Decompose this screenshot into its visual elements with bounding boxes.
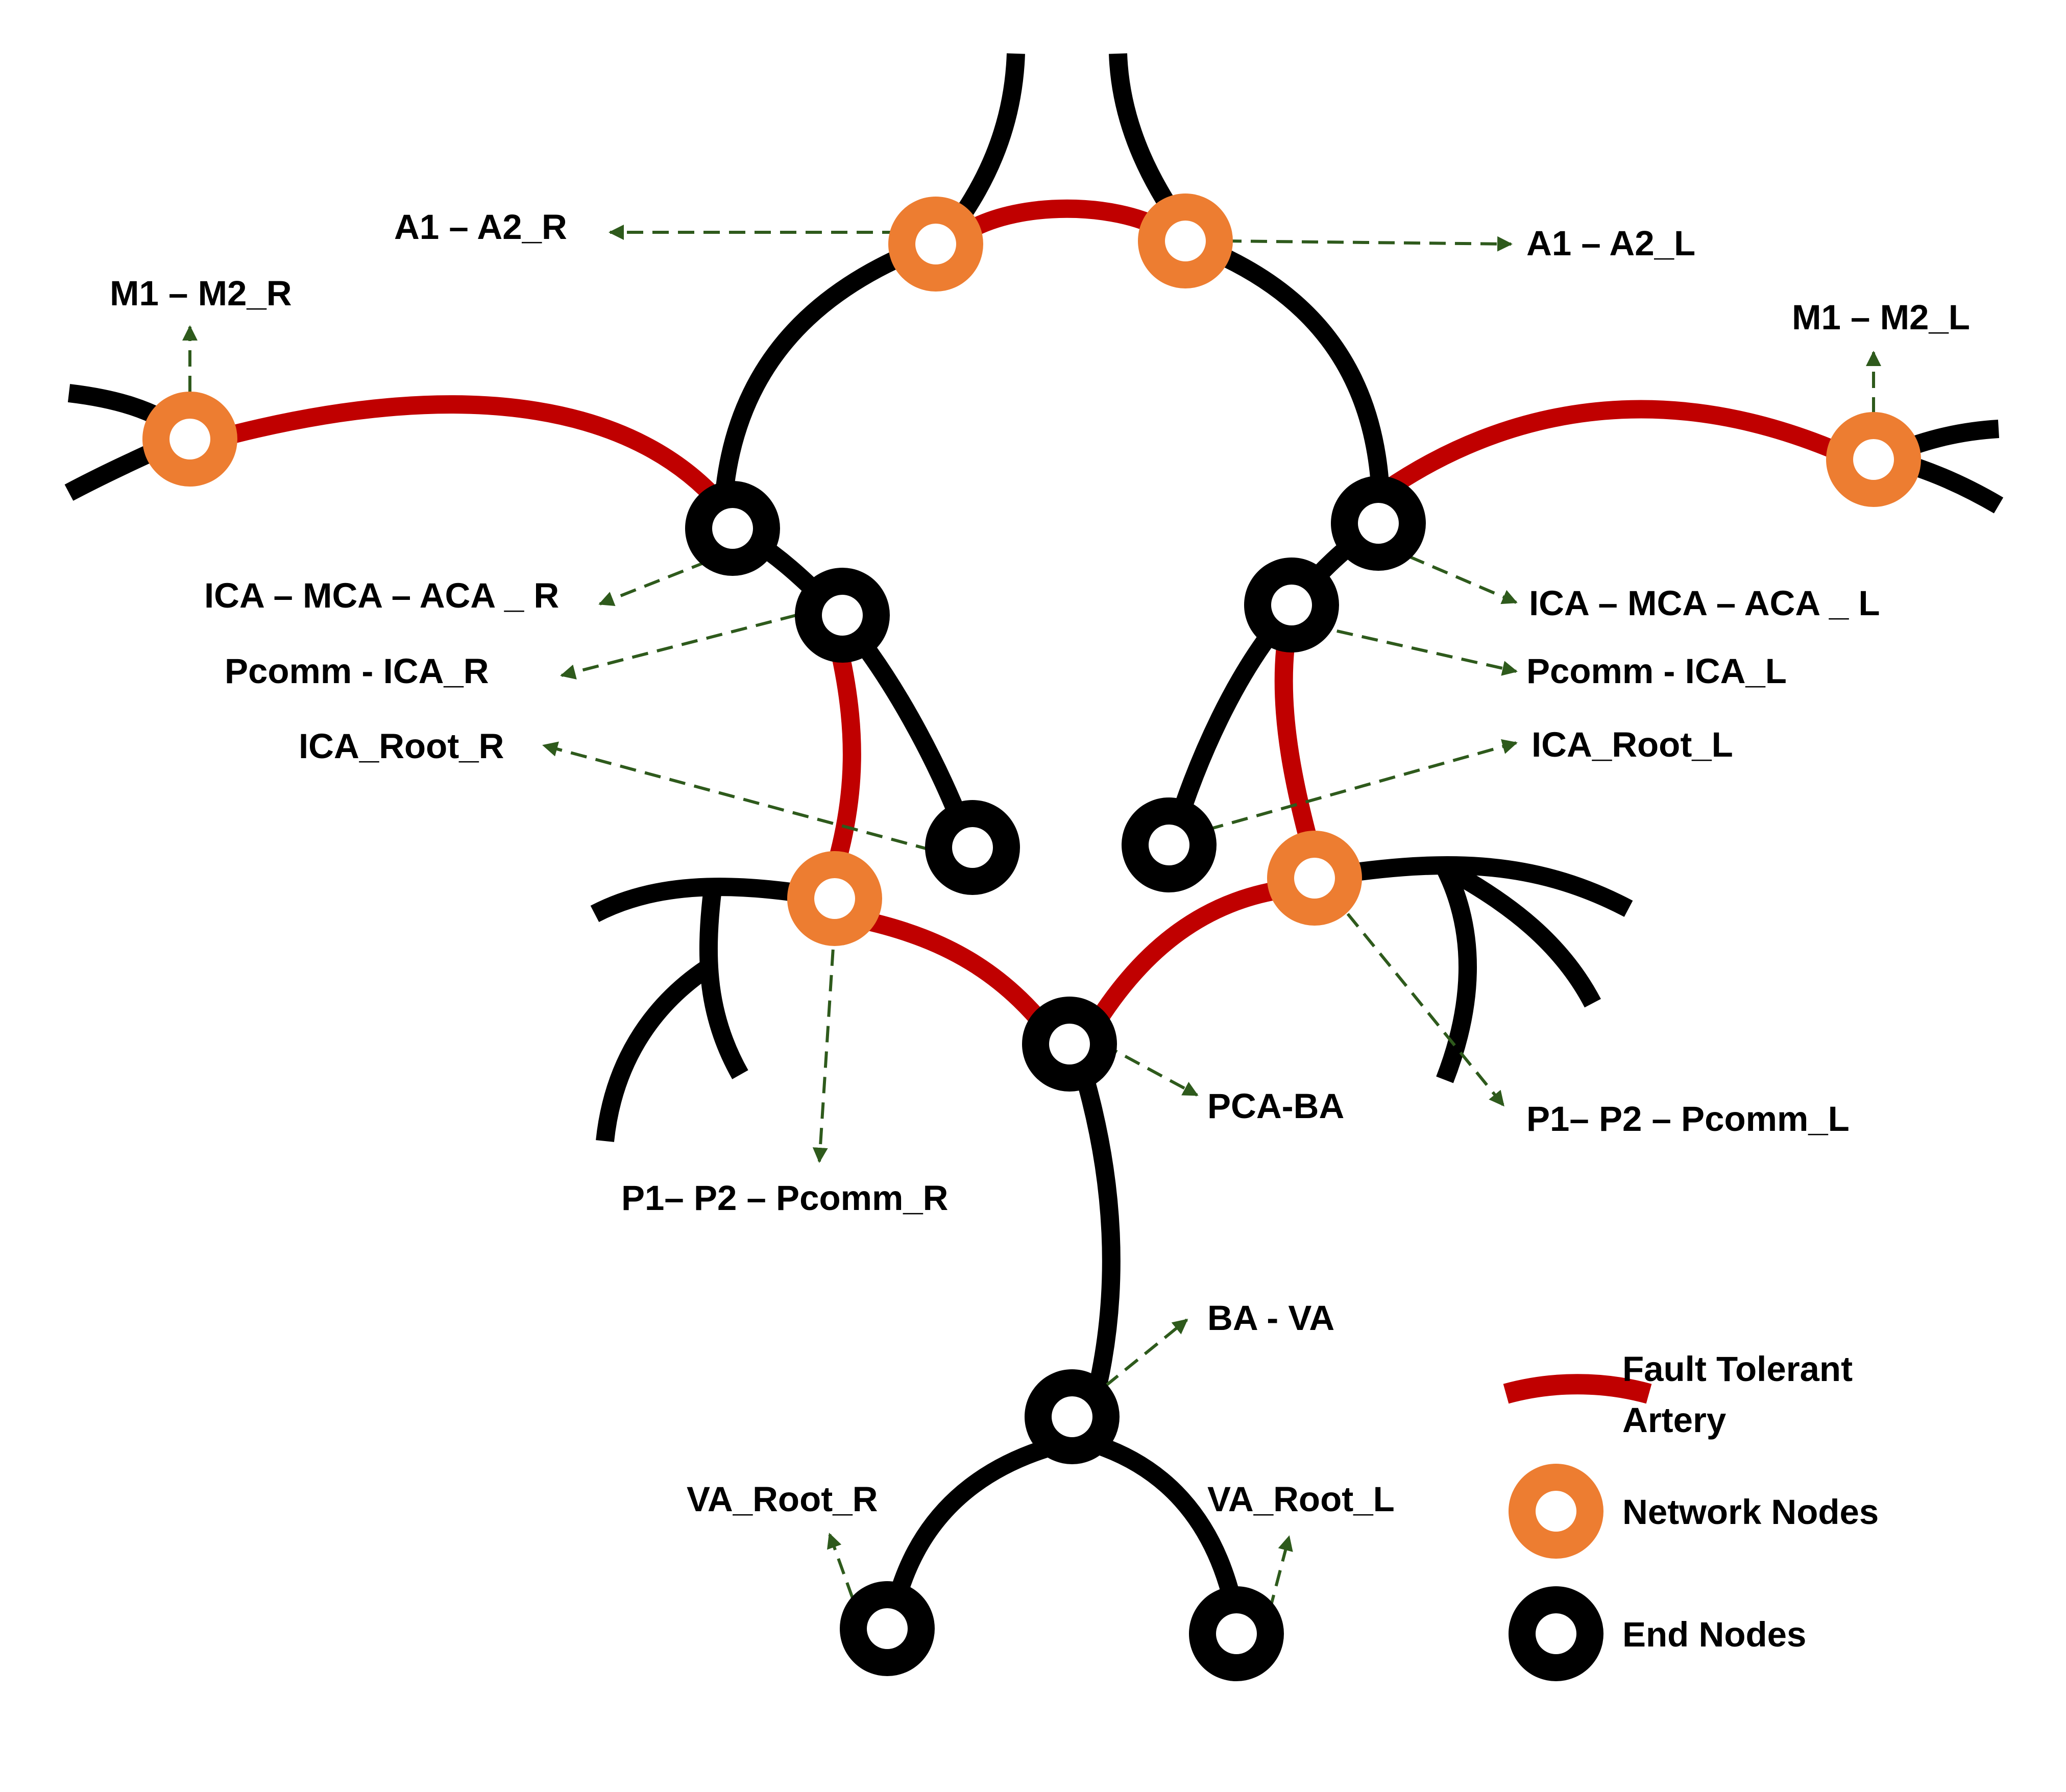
network-node-p1p2pcomm-r (787, 851, 882, 946)
artery-acomm (965, 199, 1169, 238)
artery-a1-left (1186, 234, 1390, 506)
node-labels: A1 – A2_R A1 – A2_L M1 – M2_R M1 – M2_L … (110, 207, 1970, 1519)
fault-tolerant-arteries (232, 199, 1836, 1047)
legend-fault-tolerant-swatch (1503, 1374, 1652, 1404)
artery-pcomm-right (823, 638, 861, 881)
label-icaroot-r: ICA_Root_R (299, 727, 504, 766)
label-varoot-l: VA_Root_L (1207, 1480, 1395, 1519)
arrow-p1p2pcomm-l (1346, 913, 1505, 1107)
label-p1p2pcomm-r: P1– P2 – Pcomm_R (621, 1178, 949, 1218)
legend-fault-tolerant-label-line1: Fault Tolerant (1622, 1349, 1853, 1389)
label-arrows (182, 225, 1881, 1611)
artery-p1-left (1089, 879, 1293, 1026)
label-a1a2-l: A1 – A2_L (1526, 224, 1695, 263)
arrow-icamcaaca-r (598, 560, 708, 607)
artery-a1-right (713, 234, 940, 526)
label-a1a2-r: A1 – A2_R (394, 207, 567, 247)
artery-pcomm-left (1274, 637, 1324, 865)
arrow-bava (1104, 1318, 1188, 1388)
network-node-a1a2-r (888, 197, 983, 292)
artery-p2-right-branch1 (699, 892, 748, 1079)
end-node-bava (1025, 1369, 1120, 1464)
artery-p2-left-branch1 (1436, 863, 1477, 1083)
arrow-varoot-l (1268, 1535, 1293, 1611)
arrow-a1a2-l (1225, 236, 1513, 252)
label-pcaba: PCA-BA (1207, 1086, 1344, 1126)
label-m1m2-r: M1 – M2_R (110, 274, 292, 313)
label-varoot-r: VA_Root_R (687, 1480, 878, 1519)
label-m1m2-l: M1 – M2_L (1792, 298, 1970, 337)
arrow-icaroot-r (542, 741, 932, 852)
arrow-varoot-r (827, 1533, 854, 1599)
artery-p1-right (856, 910, 1064, 1047)
legend-network-node-swatch (1509, 1464, 1603, 1559)
network-node-m1m2-l (1826, 412, 1921, 507)
label-pcommica-r: Pcomm - ICA_R (225, 651, 489, 691)
end-node-varoot-l (1189, 1586, 1284, 1681)
network-node-p1p2pcomm-l (1267, 831, 1362, 926)
artery-va-right (887, 1431, 1082, 1606)
end-node-icaroot-l (1122, 797, 1217, 892)
end-nodes (685, 476, 1426, 1681)
arrow-p1p2pcomm-r (812, 924, 836, 1163)
artery-p2-left-branch2 (1440, 860, 1601, 1008)
arrow-pcommica-l (1311, 624, 1518, 676)
artery-p2-right-branch2 (596, 957, 717, 1142)
legend-network-nodes-label: Network Nodes (1622, 1492, 1879, 1532)
label-pcommica-l: Pcomm - ICA_L (1526, 651, 1787, 691)
label-icamcaaca-r: ICA – MCA – ACA _ R (204, 576, 559, 615)
label-p1p2pcomm-l: P1– P2 – Pcomm_L (1526, 1099, 1850, 1139)
end-node-icamcaaca-l (1331, 476, 1426, 571)
legend-end-node-swatch (1509, 1586, 1603, 1681)
network-node-m1m2-r (142, 392, 237, 487)
arrow-pcommica-r (560, 614, 797, 680)
legend: Fault Tolerant Artery Network Nodes End … (1503, 1349, 1879, 1681)
artery-m1-left (1380, 400, 1836, 498)
label-bava: BA - VA (1207, 1298, 1334, 1338)
end-node-varoot-r (840, 1581, 935, 1676)
artery-va-left (1077, 1431, 1247, 1630)
end-node-icaroot-r (925, 800, 1020, 895)
label-icamcaaca-l: ICA – MCA – ACA _ L (1529, 584, 1880, 623)
end-node-icamcaaca-r (685, 481, 780, 576)
legend-fault-tolerant-label-line2: Artery (1622, 1400, 1726, 1440)
network-nodes (142, 193, 1921, 946)
artery-basilar (1068, 1049, 1121, 1438)
end-node-pcaba (1022, 997, 1117, 1092)
legend-end-nodes-label: End Nodes (1622, 1615, 1806, 1654)
arrow-icaroot-l (1207, 739, 1518, 831)
end-node-pcommica-l (1244, 558, 1339, 652)
label-icaroot-l: ICA_Root_L (1532, 725, 1733, 764)
arrow-pcaba (1102, 1043, 1199, 1097)
artery-m1-right (232, 395, 745, 531)
artery-p2-left-outer (1313, 856, 1633, 917)
network-node-a1a2-l (1138, 193, 1233, 288)
end-node-pcommica-r (795, 568, 890, 663)
arrow-icamcaaca-l (1408, 555, 1518, 604)
